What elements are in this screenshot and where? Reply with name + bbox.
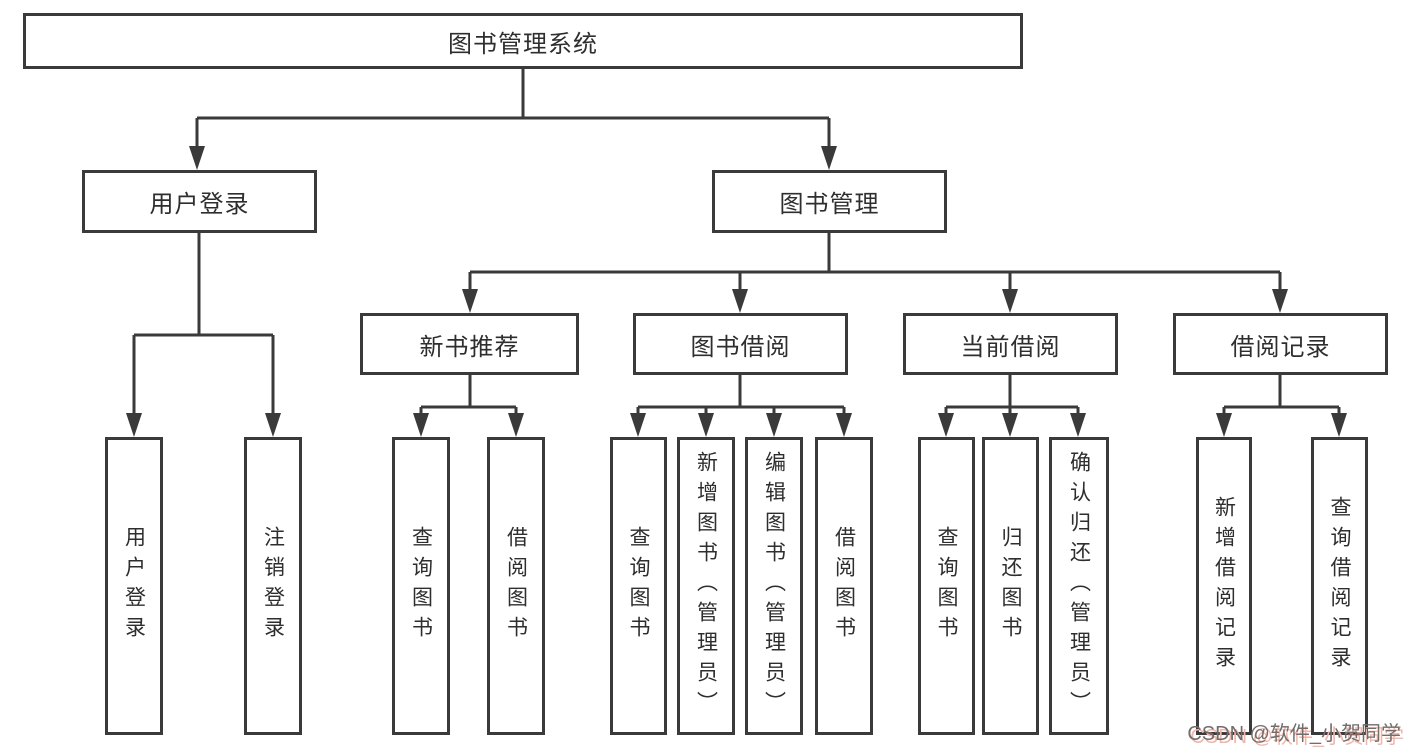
leaf-query-book-recommend-label: 查询图书 — [409, 526, 433, 646]
node-current-borrowing: 当前借阅 — [903, 313, 1118, 375]
leaf-query-borrow-record: 查询借阅记录 — [1311, 437, 1368, 735]
node-user-login: 用户登录 — [82, 170, 317, 233]
leaf-add-book-admin-label: 新增图书（管理员） — [694, 451, 718, 721]
node-book-borrowing: 图书借阅 — [633, 313, 848, 375]
leaf-query-book-current: 查询图书 — [918, 437, 975, 735]
node-new-book-recommend-label: 新书推荐 — [419, 333, 520, 361]
leaf-confirm-return-admin: 确认归还（管理员） — [1049, 437, 1109, 735]
leaf-query-book-recommend: 查询图书 — [392, 437, 450, 735]
leaf-query-book-borrowing: 查询图书 — [610, 437, 667, 735]
node-user-login-label: 用户登录 — [149, 191, 250, 218]
leaf-borrow-book-label: 借阅图书 — [832, 526, 856, 646]
node-root-label: 图书管理系统 — [448, 30, 598, 58]
leaf-query-book-borrowing-label: 查询图书 — [627, 526, 650, 646]
leaf-return-book-label: 归还图书 — [999, 526, 1022, 646]
leaf-confirm-return-admin-label: 确认归还（管理员） — [1067, 451, 1091, 721]
leaf-edit-book-admin-label: 编辑图书（管理员） — [762, 451, 786, 721]
leaf-query-borrow-record-label: 查询借阅记录 — [1328, 496, 1351, 676]
node-borrowing-records: 借阅记录 — [1173, 313, 1388, 375]
leaf-borrow-book: 借阅图书 — [815, 437, 873, 735]
node-root: 图书管理系统 — [23, 13, 1023, 69]
node-new-book-recommend: 新书推荐 — [360, 313, 579, 375]
leaf-user-login-label: 用户登录 — [122, 526, 146, 646]
leaf-return-book: 归还图书 — [982, 437, 1039, 735]
leaf-query-book-current-label: 查询图书 — [935, 526, 958, 646]
node-book-management: 图书管理 — [712, 170, 947, 233]
leaf-edit-book-admin: 编辑图书（管理员） — [745, 437, 803, 735]
node-book-borrowing-label: 图书借阅 — [690, 333, 791, 361]
leaf-add-borrow-record: 新增借阅记录 — [1196, 437, 1252, 735]
leaf-add-borrow-record-label: 新增借阅记录 — [1212, 496, 1236, 676]
leaf-add-book-admin: 新增图书（管理员） — [677, 437, 735, 735]
leaf-borrow-book-recommend: 借阅图书 — [487, 437, 545, 735]
node-current-borrowing-label: 当前借阅 — [960, 333, 1061, 361]
node-book-management-label: 图书管理 — [779, 191, 880, 218]
node-borrowing-records-label: 借阅记录 — [1230, 333, 1331, 361]
leaf-logout-label: 注销登录 — [261, 526, 285, 646]
csdn-watermark: CSDN @软件_小贺同学 — [1187, 723, 1401, 745]
leaf-borrow-book-recommend-label: 借阅图书 — [504, 526, 528, 646]
leaf-user-login: 用户登录 — [105, 437, 163, 735]
leaf-logout: 注销登录 — [244, 437, 302, 735]
